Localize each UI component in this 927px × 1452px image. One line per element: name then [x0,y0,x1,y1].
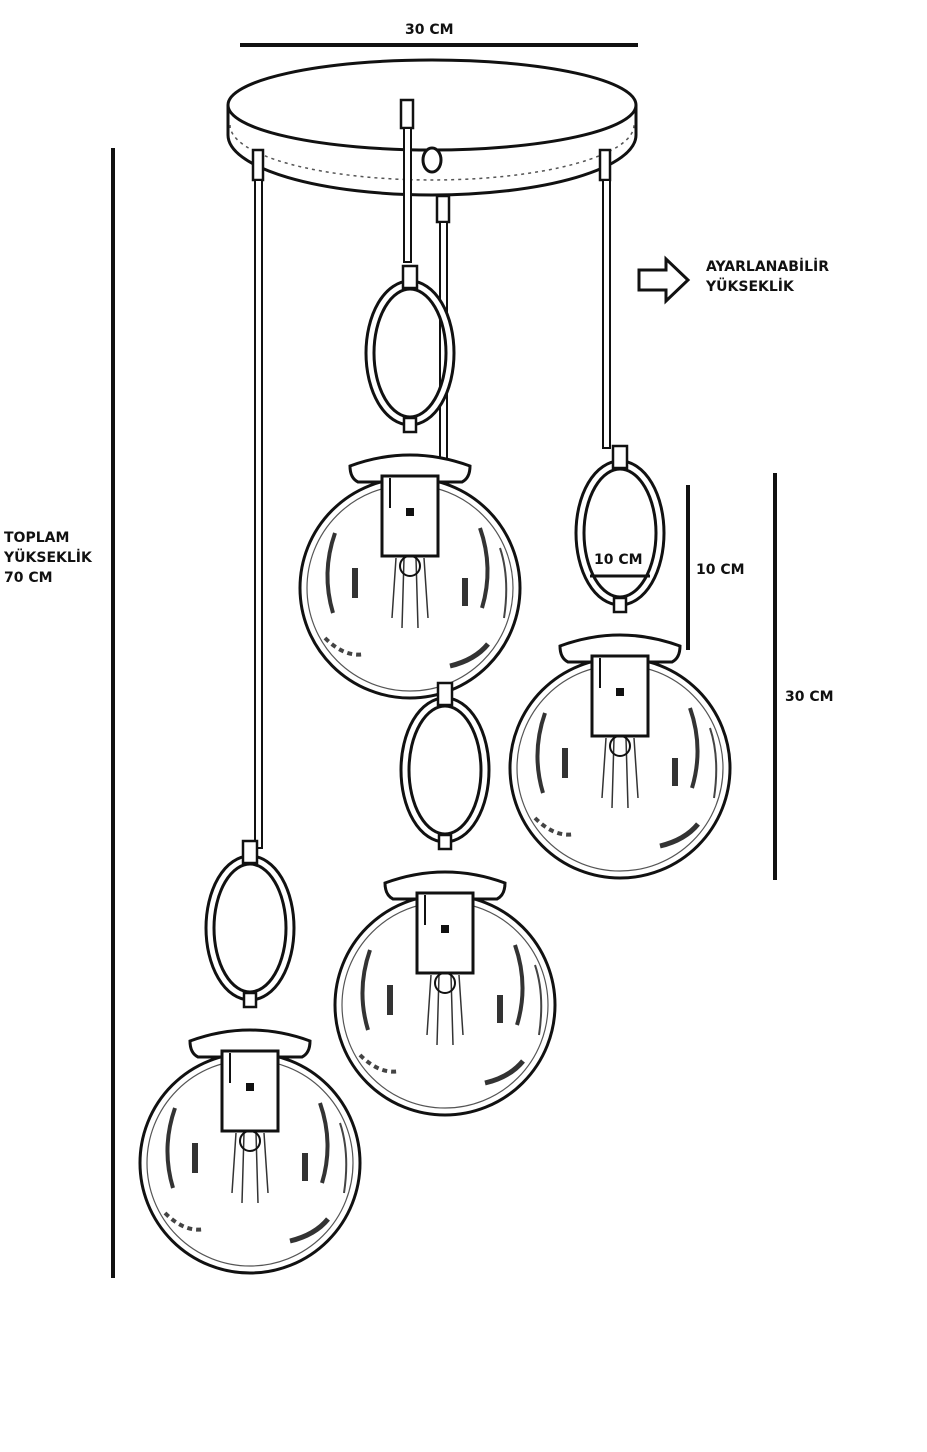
total-height-line2: YÜKSEKLİK [4,550,92,566]
total-height-line3: 70 CM [4,570,53,586]
width-label: 30 CM [405,22,454,38]
pendant-height-label: 30 CM [785,689,834,705]
pendant-right [510,446,730,878]
right-arrow-icon [637,255,691,305]
ring-width-label: 10 CM [594,552,643,568]
adjustable-height-line1: AYARLANABİLİR [706,259,830,275]
total-height-label: TOPLAM YÜKSEKLİK 70 CM [4,528,92,588]
pendant-upper [300,266,520,698]
ring-height-label: 10 CM [696,562,745,578]
ceiling-canopy [226,58,638,224]
adjustable-height-line2: YÜKSEKLİK [706,279,794,295]
adjustable-height-label: AYARLANABİLİR YÜKSEKLİK [706,257,829,297]
total-height-line1: TOPLAM [4,530,70,546]
pendant-lower [140,841,360,1273]
